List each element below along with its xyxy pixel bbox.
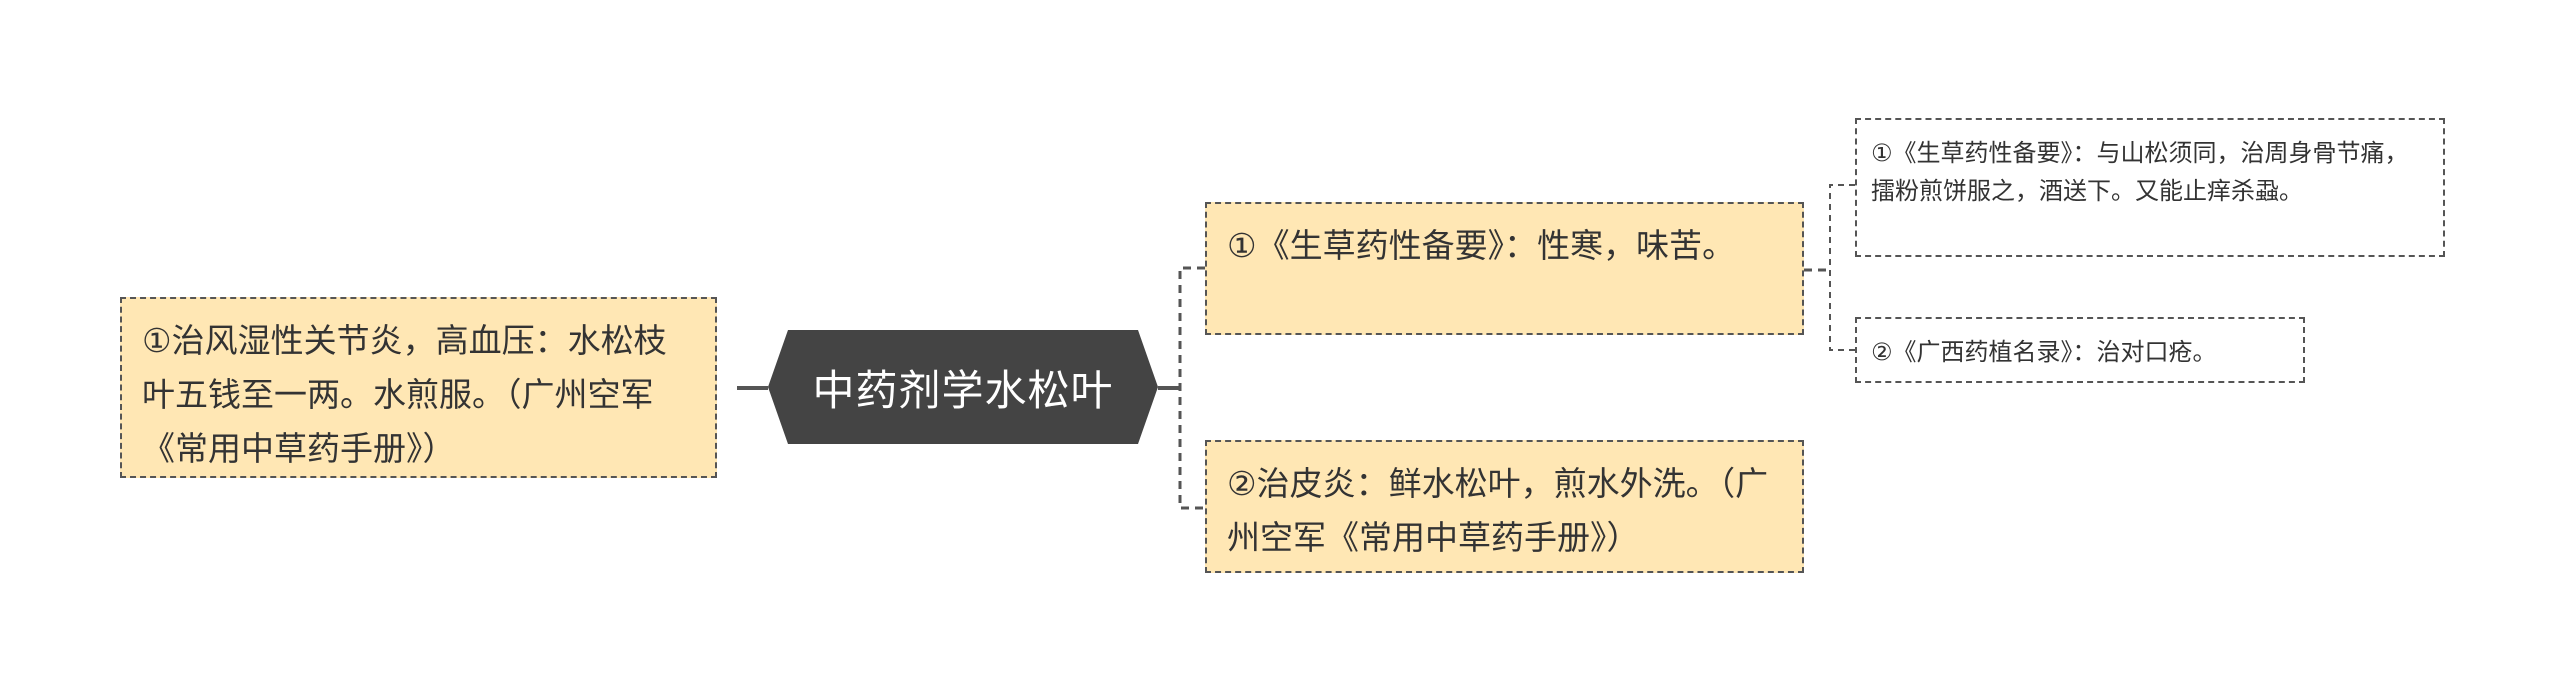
right-branch-node-1[interactable]: ①《生草药性备要》：性寒，味苦。: [1205, 202, 1804, 335]
right-branch-1-text: ①《生草药性备要》：性寒，味苦。: [1227, 226, 1736, 265]
center-topic[interactable]: 中药剂学水松叶: [768, 330, 1158, 444]
connector-right-spine: [1178, 266, 1205, 510]
leaf-node-1[interactable]: ①《生草药性备要》：与山松须同，治周身骨节痛，擂粉煎饼服之，酒送下。又能止痒杀蝨…: [1855, 118, 2445, 257]
right-branch-2-text: ②治皮炎：鲜水松叶，煎水外洗。（广州空军《常用中草药手册》）: [1227, 464, 1769, 557]
left-branch-node[interactable]: ①治风湿性关节炎，高血压：水松枝叶五钱至一两。水煎服。（广州空军《常用中草药手册…: [120, 297, 717, 478]
connector-leaf-spine: [1829, 184, 1855, 351]
center-node-shape: [768, 330, 1158, 444]
leaf-node-2[interactable]: ②《广西药植名录》：治对口疮。: [1855, 317, 2305, 383]
left-branch-text: ①治风湿性关节炎，高血压：水松枝叶五钱至一两。水煎服。（广州空军《常用中草药手册…: [142, 321, 667, 468]
leaf-1-text: ①《生草药性备要》：与山松须同，治周身骨节痛，擂粉煎饼服之，酒送下。又能止痒杀蝨…: [1871, 139, 2409, 205]
right-branch-node-2[interactable]: ②治皮炎：鲜水松叶，煎水外洗。（广州空军《常用中草药手册》）: [1205, 440, 1804, 573]
leaf-2-text: ②《广西药植名录》：治对口疮。: [1871, 338, 2217, 366]
center-topic-label: 中药剂学水松叶: [812, 365, 1114, 415]
